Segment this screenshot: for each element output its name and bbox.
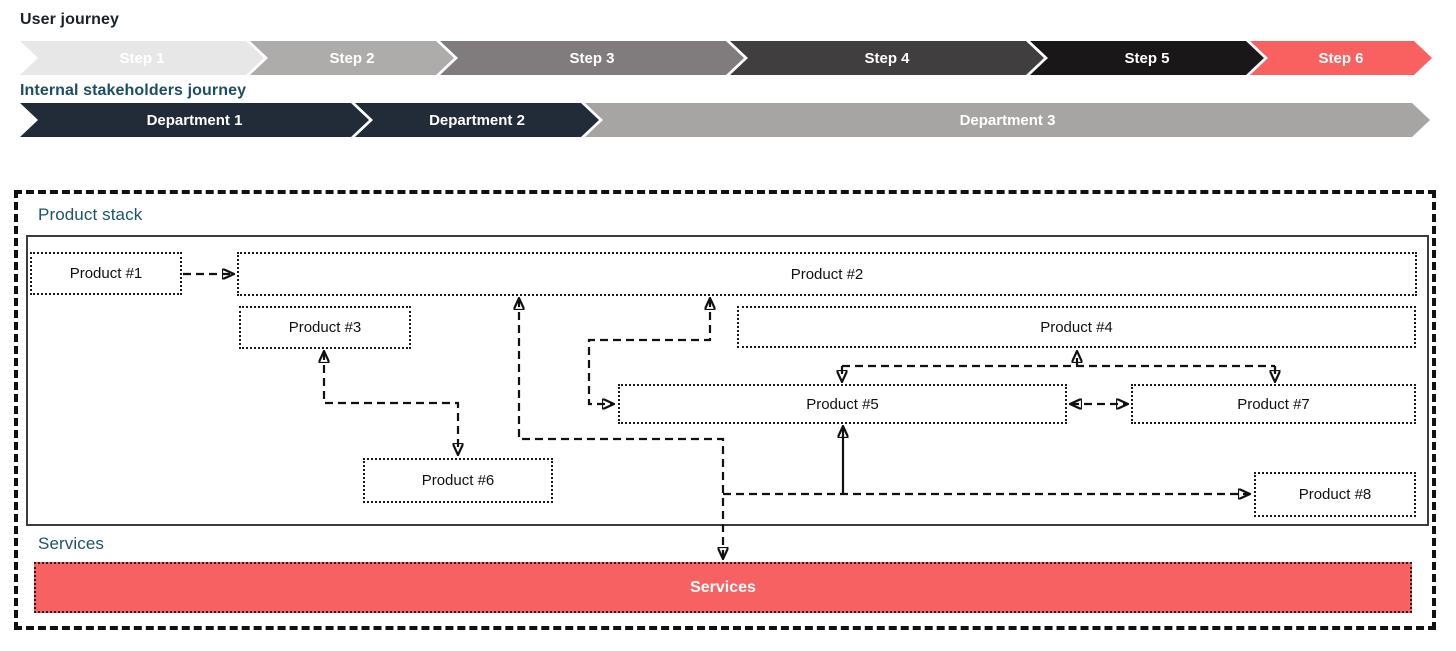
department-2-label: Department 2 [429,111,525,129]
step-6-chevron: Step 6 [1250,41,1432,75]
step-5-chevron: Step 5 [1030,41,1264,75]
product-7-label: Product #7 [1237,395,1310,413]
product-5-box: Product #5 [618,384,1067,424]
product-1-label: Product #1 [69,265,143,282]
step-3-chevron: Step 3 [440,41,744,75]
services-bar: Services [34,562,1412,613]
product-1-box: Product #1 [30,252,182,295]
product-2-box: Product #2 [237,252,1417,296]
step-2-chevron: Step 2 [250,41,454,75]
department-2-chevron: Department 2 [355,103,599,137]
product-5-label: Product #5 [806,395,879,413]
user-journey-title: User journey [20,11,120,28]
product-2-label: Product #2 [790,265,864,283]
product-6-label: Product #6 [421,472,495,489]
step-3-label: Step 3 [569,49,615,67]
product-7-box: Product #7 [1131,384,1416,424]
step-5-label: Step 5 [1124,49,1170,67]
department-3-chevron: Department 3 [585,103,1430,137]
department-1-chevron: Department 1 [20,103,369,137]
product-4-box: Product #4 [737,306,1416,348]
step-1-chevron: Step 1 [20,41,264,75]
department-3-label: Department 3 [959,111,1056,129]
step-6-label: Step 6 [1318,49,1364,67]
product-3-label: Product #3 [288,319,362,336]
product-8-box: Product #8 [1254,472,1416,517]
services-bar-label: Services [690,578,756,596]
product-stack-outer-box [14,190,1436,630]
product-3-box: Product #3 [239,306,411,349]
step-1-label: Step 1 [119,49,165,67]
step-2-label: Step 2 [329,49,375,67]
product-stack-title: Product stack [38,205,143,224]
department-1-label: Department 1 [146,111,243,129]
step-4-label: Step 4 [864,49,910,67]
product-6-box: Product #6 [363,458,553,503]
product-4-label: Product #4 [1040,318,1113,336]
step-4-chevron: Step 4 [730,41,1044,75]
services-title: Services [38,534,104,553]
product-8-label: Product #8 [1298,486,1372,503]
stakeholders-journey-title: Internal stakeholders journey [20,82,247,99]
